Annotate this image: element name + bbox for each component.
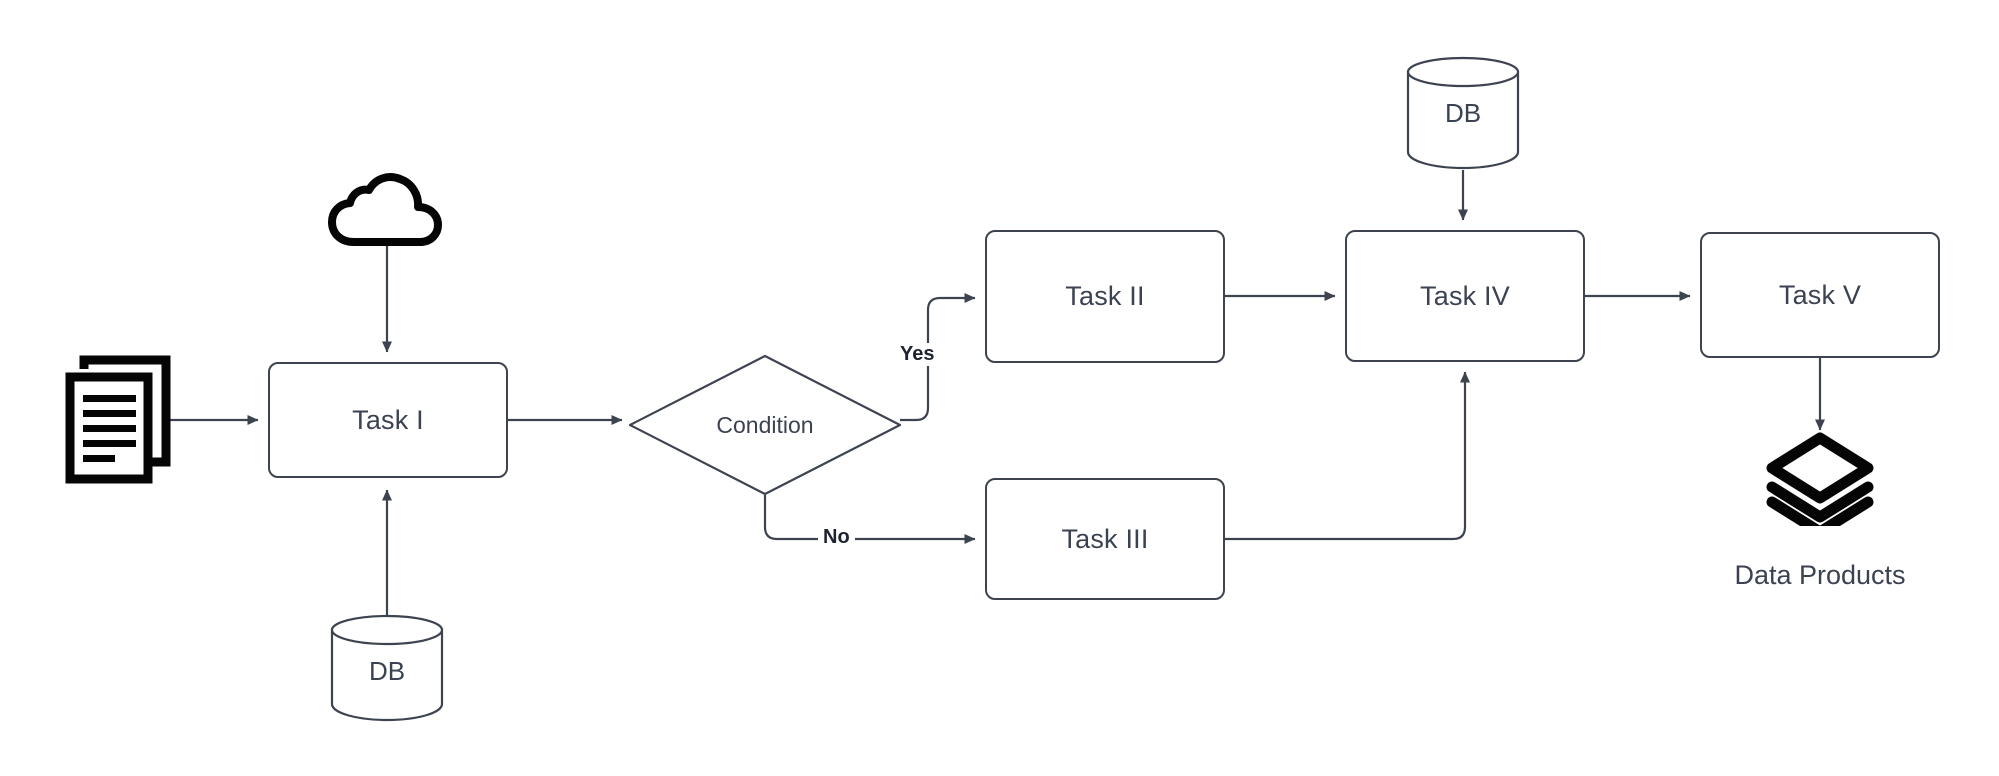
data-products-label: Data Products xyxy=(1734,560,1906,590)
task-1-box[interactable]: Task I xyxy=(268,362,508,478)
edge-condition-no-to-task3 xyxy=(763,495,976,544)
layers-stack-icon xyxy=(1762,430,1878,538)
documents-icon xyxy=(62,352,174,487)
task-3-box[interactable]: Task III xyxy=(985,478,1225,600)
database-cylinder-bottom: DB xyxy=(326,612,448,722)
cloud-icon xyxy=(326,170,448,248)
edge-task3-to-task4 xyxy=(1225,371,1470,541)
edge-label-no: No xyxy=(818,526,855,549)
task-5-box[interactable]: Task V xyxy=(1700,232,1940,358)
condition-diamond-shape xyxy=(628,354,902,496)
edge-label-yes: Yes xyxy=(895,343,940,366)
database-cylinder-top: DB xyxy=(1402,52,1524,174)
task-2-box[interactable]: Task II xyxy=(985,230,1225,363)
task-4-box[interactable]: Task IV xyxy=(1345,230,1585,362)
